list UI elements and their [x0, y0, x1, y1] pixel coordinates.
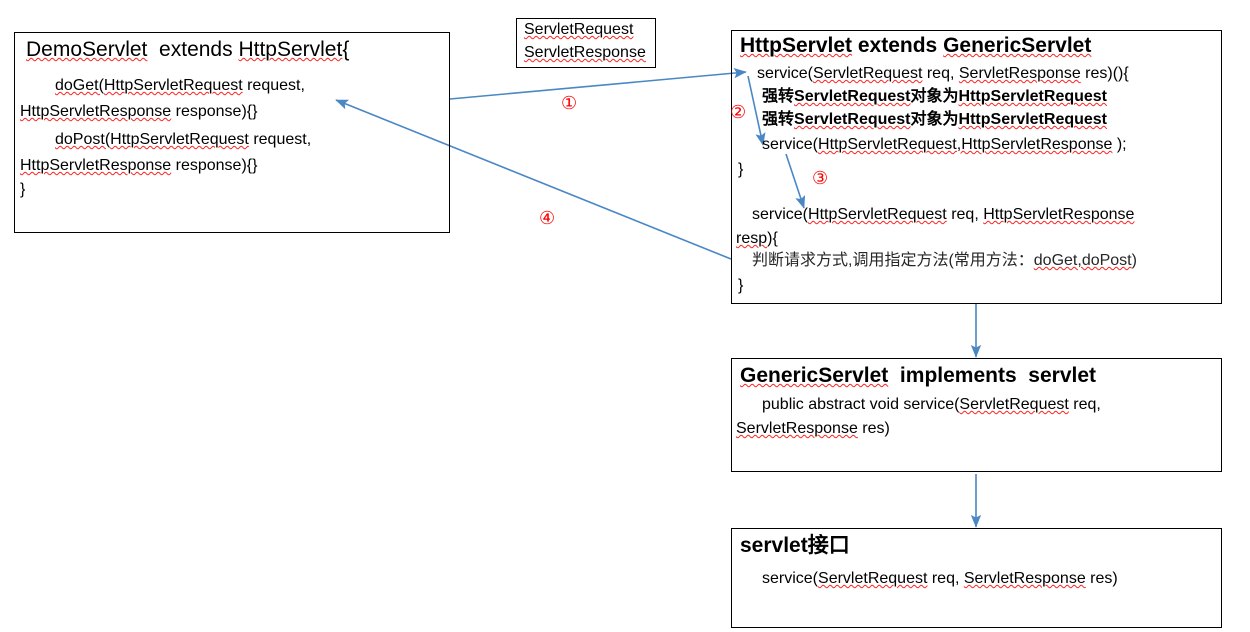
- http-servlet-overload-signature: service(HttpServletRequest req, HttpServ…: [752, 206, 1134, 225]
- demo-servlet-closing-brace: }: [20, 181, 26, 198]
- http-servlet-cast-line-1: 强转ServletRequest对象为HttpServletRequest: [762, 88, 1107, 107]
- demo-servlet-heading: DemoServlet extends HttpServlet{: [26, 38, 349, 63]
- demo-servlet-dopost-line: doPost(HttpServletRequest request,: [55, 131, 311, 150]
- http-servlet-dispatch-comment: 判断请求方式,调用指定方法(常用方法：doGet,doPost): [752, 252, 1137, 271]
- generic-service-res-name: res): [857, 420, 890, 437]
- demo-servlet-doget-param-type: HttpServletRequest: [103, 77, 243, 94]
- overload-req-name: req,: [946, 206, 984, 223]
- delegate-call-name: service(: [762, 136, 819, 153]
- box-servlet-types: [516, 18, 656, 68]
- cast-2-mid: 对象为: [910, 111, 959, 128]
- demo-servlet-doget-line: doGet(HttpServletRequest request,: [55, 77, 305, 96]
- http-servlet-heading: HttpServlet extends GenericServlet: [740, 34, 1091, 59]
- generic-servlet-service-signature: public abstract void service(ServletRequ…: [762, 396, 1101, 415]
- http-servlet-service-res-name: res)(){: [1080, 65, 1129, 82]
- generic-servlet-heading: GenericServlet implements servlet: [740, 364, 1096, 389]
- http-servlet-service-name: service(: [757, 65, 814, 82]
- demo-servlet-doget-resp-type: HttpServletResponse: [20, 103, 172, 120]
- demo-servlet-doget-param-name: request,: [242, 77, 305, 94]
- overload-req-type: HttpServletRequest: [808, 206, 947, 223]
- http-servlet-cast-line-2: 强转ServletRequest对象为HttpServletRequest: [762, 111, 1107, 130]
- http-servlet-heading-class: HttpServlet: [740, 34, 853, 57]
- cast-2-from: ServletRequest: [794, 111, 911, 128]
- overload-name: service(: [752, 206, 809, 223]
- box-demo-servlet: [14, 32, 450, 233]
- overload-res-name: resp: [736, 230, 768, 247]
- interface-service-req-type: ServletRequest: [818, 570, 928, 587]
- http-servlet-heading-extends: extends: [852, 34, 944, 57]
- servlet-types-response: ServletResponse: [524, 44, 646, 63]
- servlet-interface-heading: servlet接口: [740, 534, 850, 557]
- demo-servlet-heading-class: DemoServlet: [26, 38, 148, 61]
- cast-2-to: HttpServletRequest: [958, 111, 1108, 128]
- generic-servlet-heading-implements: implements servlet: [888, 364, 1097, 387]
- demo-servlet-heading-brace: {: [342, 38, 350, 61]
- generic-servlet-service-signature-cont: ServletResponse res): [736, 420, 890, 439]
- demo-servlet-doget-name: doGet(: [55, 77, 104, 94]
- dispatch-comment-methods: doGet,doPost: [1033, 252, 1132, 269]
- generic-service-req-name: req,: [1068, 396, 1101, 413]
- demo-servlet-heading-super: HttpServlet: [238, 38, 343, 61]
- http-servlet-overload-signature-cont: resp){: [736, 230, 778, 249]
- cast-1-to: HttpServletRequest: [958, 88, 1108, 105]
- box-http-servlet: [731, 30, 1222, 304]
- generic-service-req-type: ServletRequest: [959, 396, 1069, 413]
- servlet-interface-service-signature: service(ServletRequest req, ServletRespo…: [762, 570, 1118, 589]
- http-servlet-brace-1: }: [738, 161, 744, 178]
- overload-res-type: HttpServletResponse: [983, 206, 1135, 223]
- interface-service-res-name: res): [1085, 570, 1118, 587]
- interface-service-name: service(: [762, 570, 819, 587]
- http-servlet-service-res-type: ServletResponse: [958, 65, 1081, 82]
- generic-service-res-type: ServletResponse: [736, 420, 858, 437]
- dispatch-comment-end: ): [1131, 252, 1137, 269]
- generic-servlet-heading-class: GenericServlet: [740, 364, 889, 387]
- cast-1-mid: 对象为: [910, 88, 959, 105]
- delegate-call-end: );: [1112, 136, 1127, 153]
- interface-service-res-type: ServletResponse: [963, 570, 1086, 587]
- marker-four: ④: [539, 208, 556, 229]
- demo-servlet-dopost-name: doPost(: [55, 131, 111, 148]
- interface-service-req-name: req,: [927, 570, 964, 587]
- box-generic-servlet: [731, 358, 1222, 472]
- http-servlet-delegate-call: service(HttpServletRequest,HttpServletRe…: [762, 136, 1127, 155]
- cast-2-prefix: 强转: [762, 111, 795, 128]
- demo-servlet-heading-extends: extends: [147, 38, 239, 61]
- dispatch-comment-text: 判断请求方式,调用指定方法(常用方法：: [752, 252, 1034, 269]
- demo-servlet-dopost-param-name: request,: [248, 131, 312, 148]
- http-servlet-service-signature: service(ServletRequest req, ServletRespo…: [757, 65, 1129, 84]
- marker-three: ③: [812, 168, 829, 189]
- http-servlet-heading-super: GenericServlet: [943, 34, 1092, 57]
- box-servlet-interface: [731, 528, 1222, 628]
- demo-servlet-doget-line2: HttpServletResponse response){}: [20, 103, 257, 122]
- servlet-types-request: ServletRequest: [524, 21, 633, 40]
- generic-service-prefix: public abstract void service(: [762, 396, 960, 413]
- marker-two: ②: [730, 102, 747, 123]
- cast-1-from: ServletRequest: [794, 88, 911, 105]
- servlet-types-response-text: ServletResponse: [524, 44, 646, 61]
- http-servlet-brace-2: }: [738, 277, 744, 294]
- http-servlet-service-req-type: ServletRequest: [813, 65, 923, 82]
- delegate-call-args: HttpServletRequest,HttpServletResponse: [818, 136, 1113, 153]
- marker-one: ①: [561, 93, 578, 114]
- cast-1-prefix: 强转: [762, 88, 795, 105]
- demo-servlet-dopost-line2: HttpServletResponse response){}: [20, 157, 257, 176]
- demo-servlet-dopost-resp-name: response){}: [171, 157, 258, 174]
- servlet-types-request-text: ServletRequest: [524, 21, 634, 38]
- arrow-one: [449, 67, 747, 100]
- http-servlet-service-req-name: req,: [922, 65, 959, 82]
- overload-open-brace: ){: [767, 230, 778, 247]
- demo-servlet-dopost-resp-type: HttpServletResponse: [20, 157, 172, 174]
- demo-servlet-dopost-param-type: HttpServletRequest: [110, 131, 249, 148]
- demo-servlet-doget-resp-name: response){}: [171, 103, 258, 120]
